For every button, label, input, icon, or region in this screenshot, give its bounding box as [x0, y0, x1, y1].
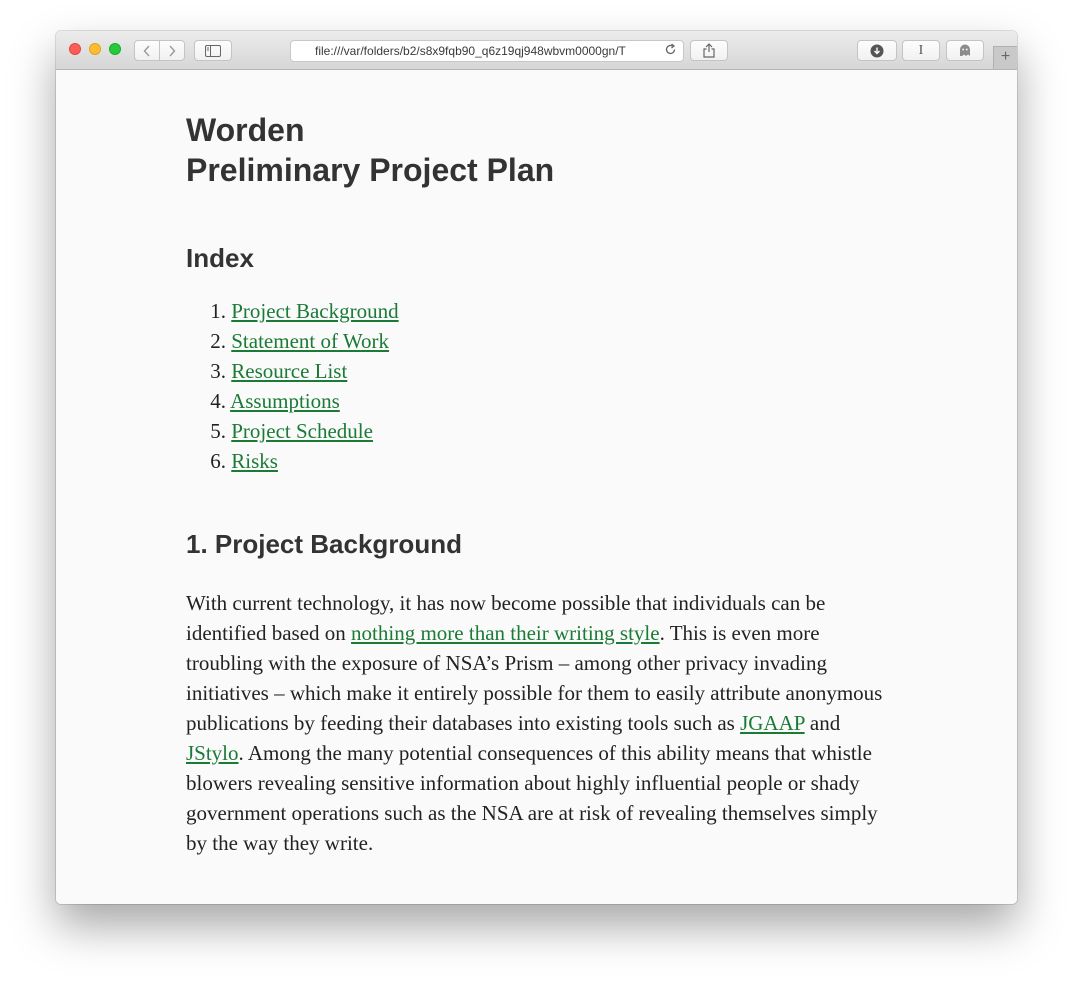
- minimize-window-button[interactable]: [89, 43, 101, 55]
- address-text: file:///var/folders/b2/s8x9fqb90_q6z19qj…: [315, 44, 626, 58]
- background-paragraph: With current technology, it has now beco…: [186, 588, 886, 858]
- index-number: 1.: [210, 299, 226, 323]
- index-link-assumptions[interactable]: Assumptions: [230, 389, 340, 413]
- paragraph-text: With current technology, it has now beco…: [186, 591, 826, 645]
- page-title-line-2: Preliminary Project Plan: [186, 152, 555, 188]
- index-number: 2.: [210, 329, 226, 353]
- index-item: 4. Assumptions: [186, 386, 399, 416]
- index-number: 3.: [210, 359, 226, 383]
- reader-button[interactable]: I: [902, 40, 940, 61]
- index-link-resource-list[interactable]: Resource List: [231, 359, 348, 383]
- browser-toolbar: file:///var/folders/b2/s8x9fqb90_q6z19qj…: [56, 31, 1017, 70]
- download-icon: [870, 44, 884, 57]
- index-link-statement-of-work[interactable]: Statement of Work: [231, 329, 389, 353]
- page-title-line-1: Worden: [186, 112, 305, 148]
- paragraph-text: and: [804, 711, 841, 735]
- downloads-button[interactable]: [857, 40, 897, 61]
- jgaap-link[interactable]: JGAAP: [740, 711, 805, 735]
- chevron-right-icon: [169, 45, 176, 56]
- browser-window: file:///var/folders/b2/s8x9fqb90_q6z19qj…: [56, 31, 1017, 904]
- index-link-risks[interactable]: Risks: [231, 449, 278, 473]
- article: Worden Preliminary Project Plan Index 1.…: [186, 110, 886, 855]
- index-link-project-background[interactable]: Project Background: [231, 299, 399, 323]
- index-item: 5. Project Schedule: [186, 416, 399, 446]
- ghost-icon: [960, 44, 970, 56]
- chevron-left-icon: [143, 45, 150, 56]
- jstylo-link[interactable]: JStylo: [186, 741, 239, 765]
- section-heading-project-background: 1. Project Background: [186, 529, 462, 559]
- new-tab-button[interactable]: +: [993, 46, 1017, 69]
- index-number: 4.: [210, 389, 226, 413]
- index-link-project-schedule[interactable]: Project Schedule: [231, 419, 373, 443]
- page-content: Worden Preliminary Project Plan Index 1.…: [56, 70, 1017, 904]
- address-bar[interactable]: file:///var/folders/b2/s8x9fqb90_q6z19qj…: [290, 40, 684, 62]
- index-number: 6.: [210, 449, 226, 473]
- writing-style-link[interactable]: nothing more than their writing style: [351, 621, 660, 645]
- index-list: 1. Project Background 2. Statement of Wo…: [186, 296, 399, 476]
- index-item: 3. Resource List: [186, 356, 399, 386]
- index-item: 2. Statement of Work: [186, 326, 399, 356]
- paragraph-text: . This is even more troubling with the e…: [186, 621, 883, 735]
- sidebar-toggle-button[interactable]: [194, 40, 232, 61]
- page-title: Worden Preliminary Project Plan: [186, 110, 886, 190]
- sidebar-icon: [205, 44, 221, 57]
- reload-icon[interactable]: [664, 41, 677, 61]
- share-button[interactable]: [690, 40, 728, 61]
- back-button[interactable]: [134, 40, 160, 61]
- index-heading: Index: [186, 243, 254, 273]
- index-item: 6. Risks: [186, 446, 399, 476]
- share-icon: [703, 43, 715, 58]
- close-window-button[interactable]: [69, 43, 81, 55]
- forward-button[interactable]: [159, 40, 185, 61]
- index-item: 1. Project Background: [186, 296, 399, 326]
- maximize-window-button[interactable]: [109, 43, 121, 55]
- index-number: 5.: [210, 419, 226, 443]
- extension-button[interactable]: [946, 40, 984, 61]
- paragraph-text: . Among the many potential consequences …: [186, 741, 878, 855]
